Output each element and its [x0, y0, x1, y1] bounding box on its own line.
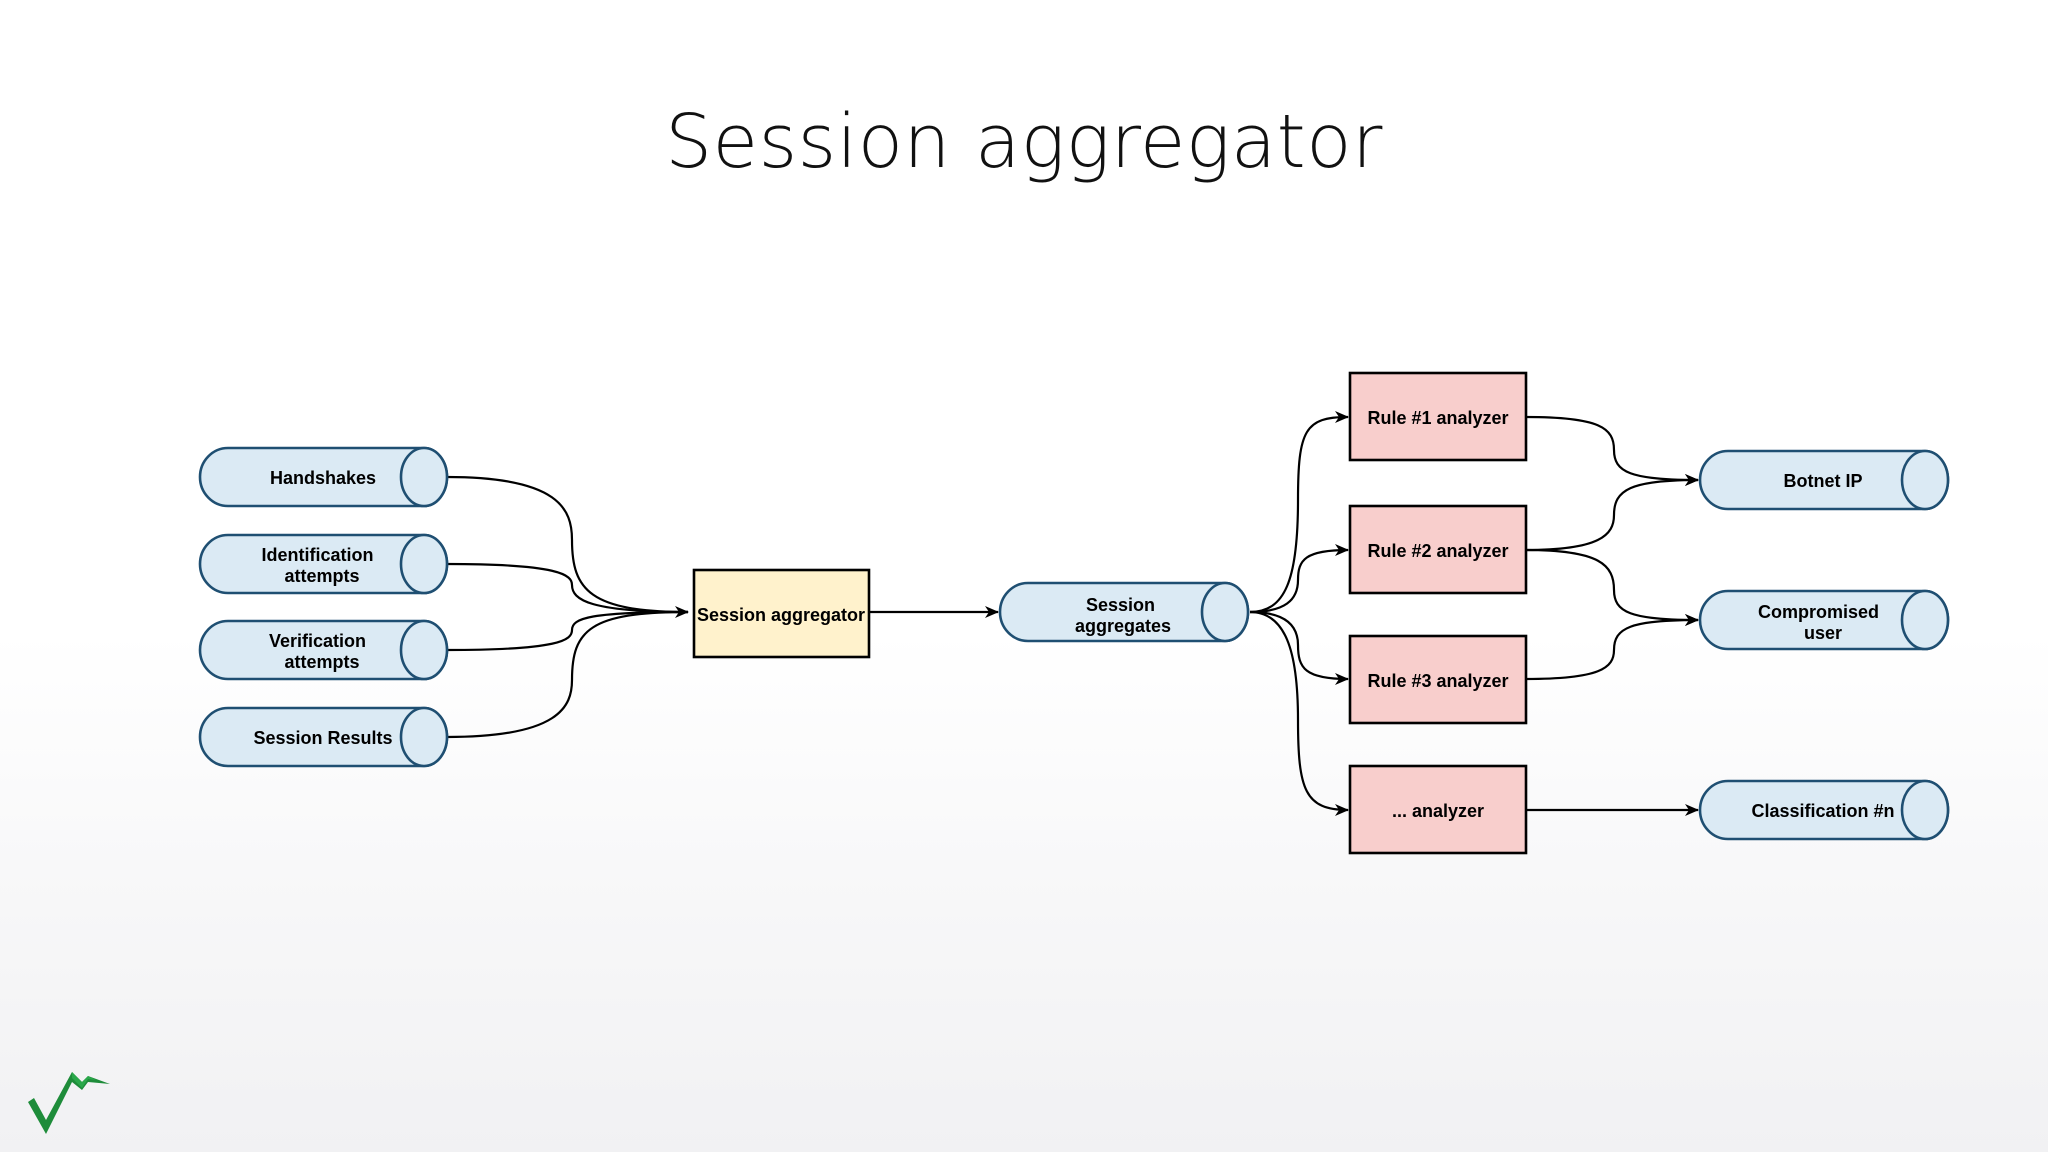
input-label-verification: Verification attempts [269, 631, 371, 672]
input-queue-handshakes: Handshakes [198, 446, 449, 508]
input-queue-identification: Identification attempts [198, 533, 449, 595]
session-aggregates-label: Session aggregates [1075, 595, 1171, 636]
session-aggregator-label: Session aggregator [697, 605, 865, 625]
edge-session-results [446, 610, 689, 739]
edges-inputs [446, 475, 689, 739]
input-label-identification: Identification attempts [261, 545, 378, 586]
edge-rule-2-to-compromised [1525, 548, 1699, 626]
output-label-classification-n: Classification #n [1751, 801, 1894, 821]
analyzer-label-rule-2: Rule #2 analyzer [1367, 541, 1508, 561]
edge-handshakes [446, 475, 689, 618]
analyzer-rule-n: ... analyzer [1348, 764, 1528, 855]
checkmark-logo-icon [28, 1072, 110, 1134]
analyzer-label-rule-n: ... analyzer [1392, 801, 1484, 821]
edge-identification [446, 562, 689, 614]
analyzer-label-rule-3: Rule #3 analyzer [1367, 671, 1508, 691]
analyzer-rule-3: Rule #3 analyzer [1348, 634, 1528, 725]
edge-to-rule-n [1249, 610, 1349, 816]
session-aggregator-node: Session aggregator [692, 568, 871, 659]
slide-title: Session aggregator [665, 99, 1383, 185]
analyzer-rule-2: Rule #2 analyzer [1348, 504, 1528, 595]
output-queue-compromised-user: Compromised user [1698, 589, 1950, 651]
input-label-session-results: Session Results [253, 728, 392, 748]
input-label-handshakes: Handshakes [270, 468, 376, 488]
analyzer-label-rule-1: Rule #1 analyzer [1367, 408, 1508, 428]
edge-verification [446, 610, 689, 652]
output-label-compromised-user: Compromised user [1758, 602, 1884, 643]
edges-analyzers [1249, 411, 1349, 816]
edge-to-rule-3 [1249, 610, 1349, 685]
analyzer-rule-1: Rule #1 analyzer [1348, 371, 1528, 462]
edge-rule-2-to-botnet [1525, 474, 1699, 552]
output-queue-botnet-ip: Botnet IP [1698, 449, 1950, 511]
output-queue-classification-n: Classification #n [1698, 779, 1950, 841]
output-label-botnet-ip: Botnet IP [1784, 471, 1863, 491]
input-queue-verification: Verification attempts [198, 619, 449, 681]
session-aggregates-queue: Session aggregates [998, 581, 1250, 643]
edge-rule-3-to-compromised [1525, 614, 1699, 681]
edges-outputs [1525, 415, 1699, 816]
edge-rule-1-to-botnet [1525, 415, 1699, 486]
edge-to-rule-1 [1249, 411, 1349, 614]
input-queue-session-results: Session Results [198, 706, 449, 768]
edge-to-rule-2 [1249, 544, 1349, 614]
